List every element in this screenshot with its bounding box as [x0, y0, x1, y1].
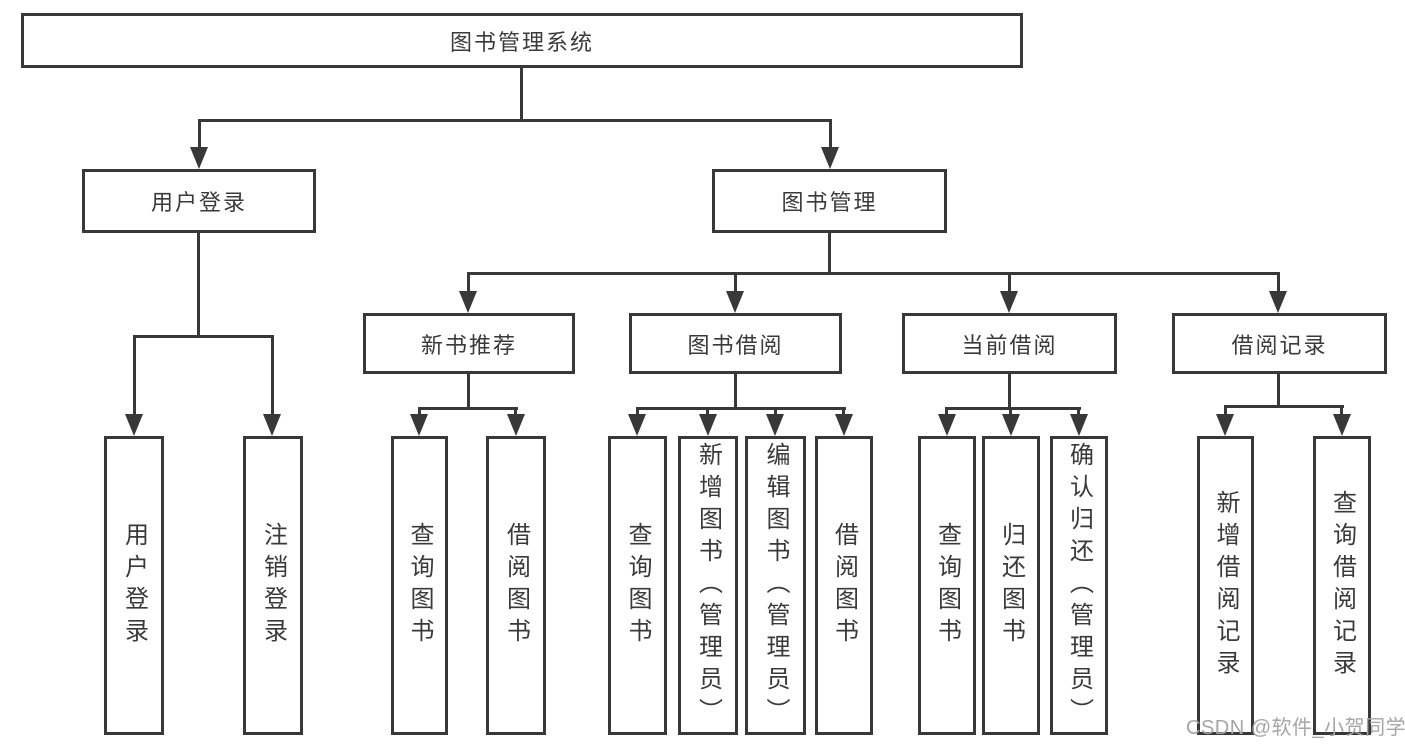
node-user-login: 用户登录 [82, 169, 316, 233]
connector [706, 407, 709, 419]
connector [467, 272, 1280, 275]
connector [271, 335, 274, 419]
connector [1340, 405, 1343, 419]
connector [734, 272, 737, 296]
arrowhead [125, 414, 143, 436]
csdn-watermark: CSDN @软件_小贺同学 [1186, 717, 1405, 739]
connector [1077, 407, 1080, 419]
arrowhead [1000, 291, 1018, 313]
connector [1009, 407, 1012, 419]
node-library-management-system: 图书管理系统 [21, 13, 1023, 68]
connector [1277, 374, 1280, 408]
node-book-borrowing: 图书借阅 [629, 313, 842, 374]
connector [842, 407, 845, 419]
leaf-add-book-admin: 新增图书（管理员） [678, 436, 738, 735]
arrowhead [1070, 414, 1088, 436]
arrowhead [726, 291, 744, 313]
arrowhead [1333, 414, 1351, 436]
arrowhead [1269, 291, 1287, 313]
leaf-query-borrow-record: 查询借阅记录 [1313, 436, 1371, 735]
connector [829, 119, 832, 151]
arrowhead [190, 147, 208, 169]
node-book-management: 图书管理 [712, 169, 947, 233]
connector [520, 68, 523, 122]
leaf-query-books-current: 查询图书 [918, 436, 976, 735]
arrowhead [766, 414, 784, 436]
arrowhead [263, 414, 281, 436]
connector [133, 335, 274, 338]
arrowhead [938, 414, 956, 436]
connector [467, 272, 470, 296]
connector [774, 407, 777, 419]
arrowhead [1216, 414, 1234, 436]
connector [636, 407, 639, 419]
connector [1008, 374, 1011, 410]
connector [1224, 405, 1227, 419]
leaf-confirm-return-admin: 确认归还（管理员） [1050, 436, 1108, 735]
connector [198, 119, 832, 122]
leaf-logout: 注销登录 [243, 436, 303, 735]
connector [1008, 272, 1011, 296]
connector [945, 407, 1081, 410]
connector [418, 407, 518, 410]
connector [197, 233, 200, 338]
arrowhead [507, 414, 525, 436]
connector [133, 335, 136, 419]
connector [1224, 405, 1344, 408]
leaf-edit-book-admin: 编辑图书（管理员） [745, 436, 806, 735]
node-borrowing-records: 借阅记录 [1172, 313, 1387, 374]
arrowhead [1002, 414, 1020, 436]
arrowhead [835, 414, 853, 436]
connector [514, 407, 517, 419]
node-current-borrowing: 当前借阅 [902, 313, 1117, 374]
connector [828, 233, 831, 275]
connector [1277, 272, 1280, 296]
arrowhead [699, 414, 717, 436]
node-new-book-recommendation: 新书推荐 [363, 313, 575, 374]
leaf-return-book: 归还图书 [982, 436, 1040, 735]
connector [418, 407, 421, 419]
connector [198, 119, 201, 151]
leaf-query-books-borrowing: 查询图书 [608, 436, 667, 735]
arrowhead [459, 291, 477, 313]
leaf-user-login: 用户登录 [104, 436, 164, 735]
leaf-add-borrow-record: 新增借阅记录 [1197, 436, 1254, 735]
connector [467, 374, 470, 410]
leaf-borrow-books-recommend: 借阅图书 [486, 436, 546, 735]
connector [636, 407, 846, 410]
leaf-query-books-recommend: 查询图书 [391, 436, 448, 735]
connector [945, 407, 948, 419]
connector [734, 374, 737, 410]
arrowhead [821, 147, 839, 169]
arrowhead [628, 414, 646, 436]
leaf-borrow-books-borrowing: 借阅图书 [815, 436, 873, 735]
arrowhead [410, 414, 428, 436]
